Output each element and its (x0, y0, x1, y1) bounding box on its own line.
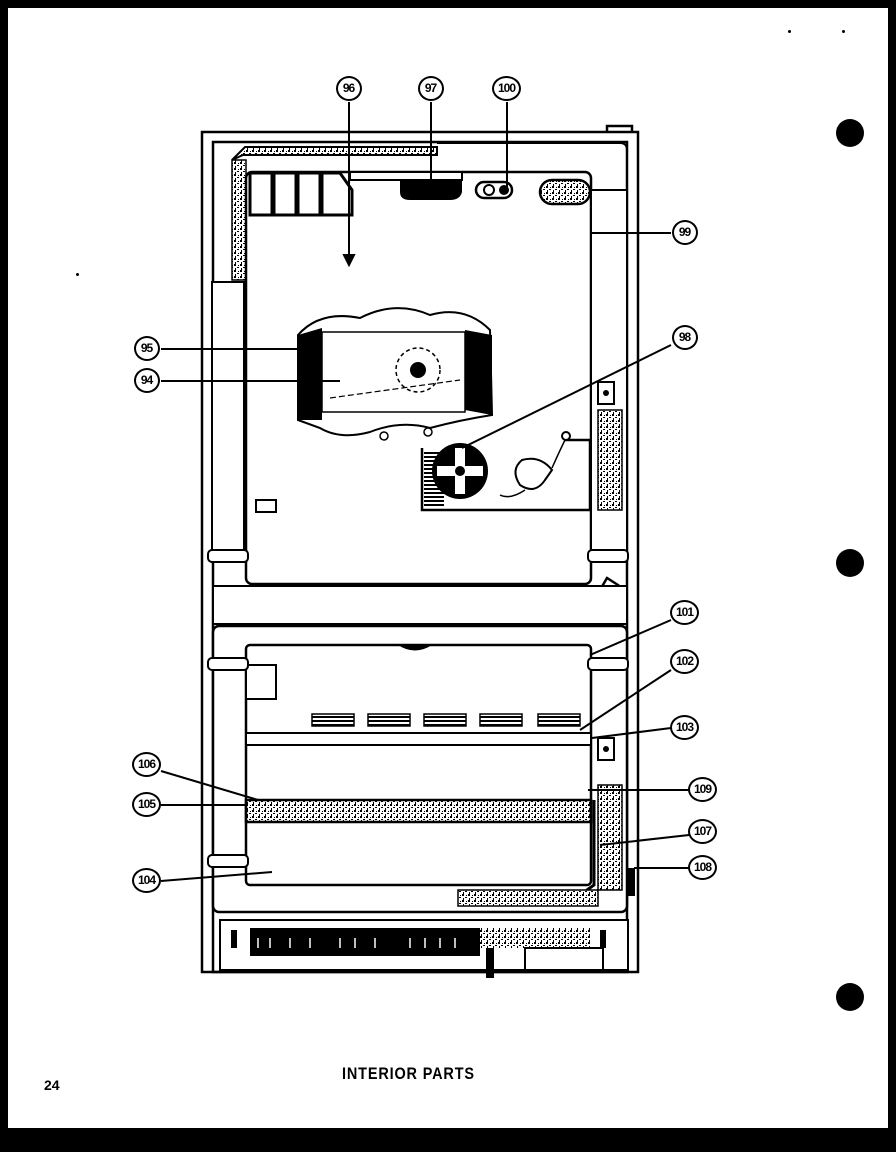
page-number: 24 (44, 1077, 60, 1093)
callout-104: 104 (132, 868, 161, 893)
callout-98: 98 (671, 325, 698, 350)
callout-102: 102 (670, 649, 699, 674)
speck (842, 30, 845, 33)
callout-94: 94 (133, 368, 160, 393)
callout-105: 105 (132, 792, 161, 817)
fan-and-light-assembly (420, 431, 592, 512)
binder-hole-top (836, 119, 864, 147)
leader-lines (160, 102, 690, 882)
callout-107: 107 (688, 819, 717, 844)
lower-compartment (207, 624, 635, 914)
speck (76, 273, 79, 276)
callout-106: 106 (132, 752, 161, 777)
callout-95: 95 (133, 336, 160, 361)
callout-100: 100 (492, 76, 521, 101)
binder-hole-bottom (836, 983, 864, 1011)
callout-103: 103 (670, 715, 699, 740)
callout-96: 96 (335, 76, 362, 101)
callout-99: 99 (671, 220, 698, 245)
evaporator-cutaway (297, 307, 494, 441)
scan-border-bottom (0, 1128, 896, 1152)
diagram-caption: INTERIOR PARTS (342, 1064, 475, 1083)
callout-109: 109 (688, 777, 717, 802)
callout-108: 108 (688, 855, 717, 880)
speck (788, 30, 791, 33)
callout-101: 101 (670, 600, 699, 625)
callout-97: 97 (417, 76, 444, 101)
bottom-grille (219, 919, 629, 978)
binder-hole-middle (836, 549, 864, 577)
mullion (212, 585, 628, 625)
